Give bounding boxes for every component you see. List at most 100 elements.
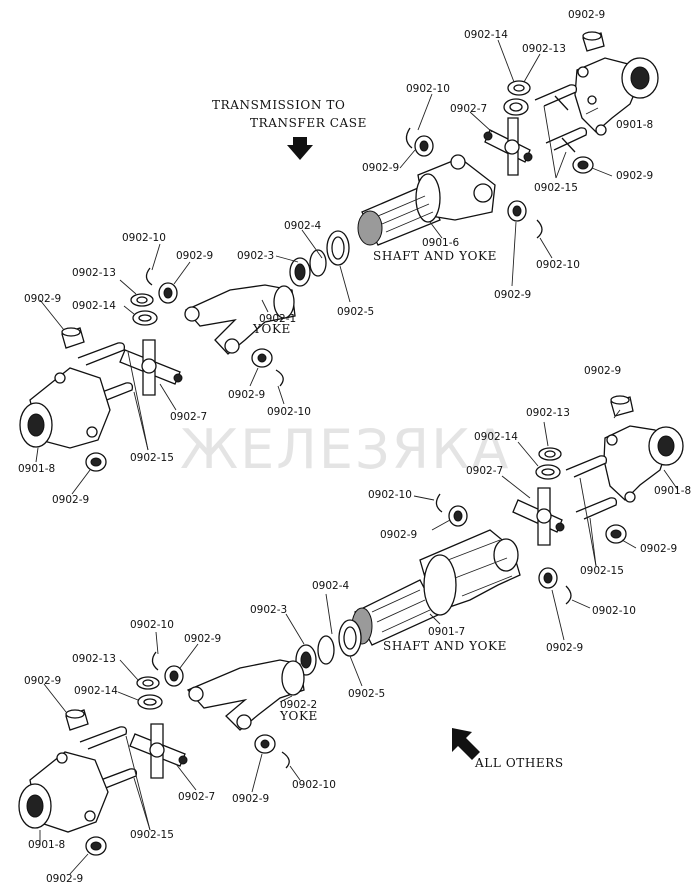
upper-shaft-yoke-caption: SHAFT AND YOKE (373, 249, 497, 263)
part-label: 0902-7 (450, 103, 487, 115)
upper-u-joint-cross-left (119, 339, 183, 396)
part-label: 0902-3 (250, 604, 287, 616)
part-label: 0902-2 (280, 699, 317, 711)
upper-u-joint-cross-right (483, 117, 533, 176)
upper-left-flange-yoke (19, 367, 111, 449)
part-label: 0902-13 (522, 43, 566, 55)
part-label: 0902-14 (474, 431, 518, 443)
part-label: 0902-14 (74, 685, 118, 697)
part-label: 0902-9 (380, 529, 417, 541)
part-label: 0902-4 (284, 220, 322, 232)
part-label: 0901-8 (616, 119, 653, 131)
upper-heading-line2: TRANSFER CASE (250, 116, 367, 130)
part-label: 0902-10 (130, 619, 174, 631)
part-label: 0901-7 (428, 626, 465, 638)
lower-bearing-cap-right (605, 524, 627, 544)
lower-slip-yoke (186, 659, 305, 731)
lower-yoke-caption: YOKE (279, 709, 318, 723)
part-label: 0902-15 (130, 829, 174, 841)
part-label: 0902-14 (72, 300, 116, 312)
upper-bearing-cap-top (582, 31, 605, 52)
part-label: 0902-13 (72, 267, 116, 279)
lower-assembly (18, 395, 684, 875)
arrow-up-left-icon (452, 728, 480, 760)
part-label: 0902-9 (46, 873, 83, 885)
upper-u-bolts-right (534, 84, 588, 153)
watermark: ЖЕЛЕЗЯКА (180, 418, 510, 481)
lower-u-joint-cross-right (512, 487, 565, 546)
part-label: 0902-9 (568, 9, 605, 21)
lower-bearing-cap-left (164, 665, 184, 687)
upper-slip-yoke (184, 284, 296, 355)
upper-bearing-cap-left-top (61, 327, 85, 349)
upper-washers-right (503, 80, 531, 116)
lower-shaft-and-yoke (351, 529, 521, 646)
part-label: 0902-5 (348, 688, 385, 700)
lower-washers-right (535, 447, 562, 480)
upper-washers-left (130, 293, 158, 326)
part-label: 0902-9 (52, 494, 89, 506)
lower-bearing-cap-r2 (538, 567, 558, 589)
part-label: 0902-9 (24, 675, 61, 687)
upper-heading-line1: TRANSMISSION TO (212, 98, 345, 112)
lower-bearing-cap-yoke (254, 734, 276, 754)
part-label: 0902-10 (536, 259, 580, 271)
lower-shaft-yoke-caption: SHAFT AND YOKE (383, 639, 507, 653)
upper-leader-lines (35, 39, 613, 495)
part-label: 0902-5 (337, 306, 374, 318)
upper-bearing-cap-mid (414, 135, 434, 157)
upper-bearing-cap-right (572, 156, 594, 174)
lower-snap-ring-mid (435, 493, 443, 513)
part-label: 0902-4 (312, 580, 350, 592)
lower-leader-lines (39, 409, 679, 875)
lower-snap-ring-r2 (565, 585, 572, 605)
part-label: 0902-14 (464, 29, 508, 41)
part-label: 0902-9 (584, 365, 621, 377)
part-label: 0902-9 (232, 793, 269, 805)
lower-snap-ring-left (151, 651, 159, 671)
upper-bearing-cap-left (158, 282, 178, 304)
part-label: 0902-13 (72, 653, 116, 665)
part-label: 0902-9 (24, 293, 61, 305)
part-label: 0902-10 (406, 83, 450, 95)
part-label: 0902-15 (580, 565, 624, 577)
part-label: 0902-7 (178, 791, 215, 803)
part-label: 0902-10 (267, 406, 311, 418)
upper-bearing-cap-r2 (507, 200, 527, 222)
upper-seal-parts (289, 230, 350, 287)
part-label: 0902-7 (466, 465, 503, 477)
upper-snap-ring-yoke (275, 369, 284, 387)
part-label: 0902-9 (494, 289, 531, 301)
upper-right-flange-yoke (574, 57, 659, 136)
part-label: 0902-9 (616, 170, 653, 182)
lower-bearing-cap-left-top (65, 709, 89, 731)
part-label: 0901-6 (422, 237, 460, 249)
part-label: 0902-9 (546, 642, 583, 654)
part-label: 0902-9 (228, 389, 265, 401)
part-label: 0902-3 (237, 250, 274, 262)
part-label: 0902-7 (170, 411, 207, 423)
part-label: 0902-10 (122, 232, 166, 244)
upper-assembly (19, 31, 659, 495)
upper-bearing-cap-bottom (85, 452, 107, 472)
part-label: 0902-15 (534, 182, 578, 194)
upper-snap-ring-r2 (536, 219, 543, 239)
upper-snap-ring-left (145, 267, 153, 286)
all-others-caption: ALL OTHERS (474, 756, 564, 770)
part-label: 0902-9 (184, 633, 221, 645)
arrow-down-icon (287, 137, 313, 160)
part-label: 0902-9 (640, 543, 677, 555)
part-label: 0902-10 (292, 779, 336, 791)
part-label: 0902-9 (362, 162, 399, 174)
lower-seal-parts (295, 619, 362, 676)
part-label: 0902-1 (259, 313, 296, 325)
upper-shaft-and-yoke (357, 154, 496, 246)
part-label: 0901-8 (28, 839, 65, 851)
part-label: 0901-8 (654, 485, 691, 497)
lower-left-flange-yoke (18, 751, 109, 833)
lower-right-flange-yoke (603, 425, 684, 503)
part-label: 0902-10 (368, 489, 412, 501)
lower-u-joint-cross-left (129, 723, 188, 779)
part-label: 0902-10 (592, 605, 636, 617)
